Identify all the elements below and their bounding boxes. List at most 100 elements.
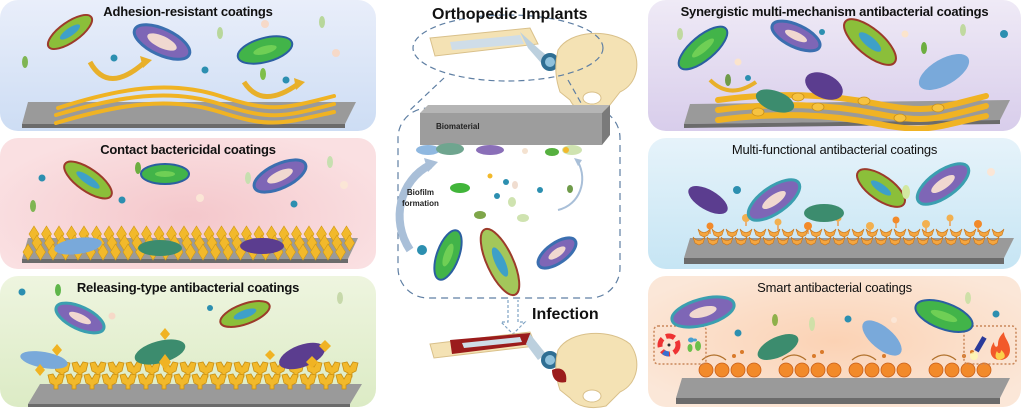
particle (1000, 30, 1008, 38)
releasing-cup (137, 373, 155, 390)
receptor (692, 236, 706, 246)
responsive-capsule (976, 362, 992, 378)
receptor (837, 228, 851, 238)
receptor (748, 236, 762, 246)
smart-illustration (653, 292, 1017, 404)
flame-icon (990, 332, 1010, 360)
ligand (974, 220, 982, 228)
receptor (804, 236, 818, 246)
bacterium-purple (536, 236, 578, 270)
biofilm-formation-label: Biofilm formation (402, 187, 439, 209)
particle (901, 30, 909, 38)
biofilm-arrow-left (395, 161, 432, 253)
bacterium-purple (132, 23, 192, 61)
particle (261, 20, 269, 28)
releasing-cup (251, 361, 269, 378)
bacterium-green (219, 300, 271, 328)
ligand (804, 222, 812, 230)
particle (290, 200, 298, 208)
bacterium-purple (915, 162, 971, 206)
receptor (795, 228, 809, 238)
repel-arrowhead (294, 78, 305, 90)
repel-arrow (708, 78, 758, 93)
bacterium-damaged-teal (804, 204, 844, 222)
responsive-capsule (714, 362, 730, 378)
releasing-cup (173, 373, 191, 390)
releasing-cup (107, 361, 125, 378)
particle (201, 66, 209, 74)
releasing-cup (119, 373, 137, 390)
receptor (986, 236, 1000, 246)
receptor (916, 236, 930, 246)
bacterium-green (63, 160, 113, 200)
particle (217, 27, 223, 39)
spike (210, 243, 221, 261)
particle (110, 54, 118, 62)
receptor (902, 236, 916, 246)
bacterium-damaged-purple (805, 72, 843, 100)
spike (122, 243, 134, 261)
particle (517, 214, 529, 222)
released-particle (882, 354, 886, 358)
responsive-capsule-array (698, 350, 992, 378)
receptor (860, 236, 874, 246)
receptor (790, 236, 804, 246)
spike (285, 243, 296, 261)
biofilm-label-line2: formation (402, 199, 439, 208)
particle (745, 75, 751, 81)
panel-title: Contact bactericidal coatings (100, 142, 276, 157)
receptor (697, 228, 711, 238)
responsive-capsule (864, 362, 880, 378)
releasing-cup (245, 373, 263, 390)
panel-adhesion-resistant: Adhesion-resistant coatings (0, 0, 376, 131)
particle (337, 292, 343, 304)
responsive-capsule (794, 362, 810, 378)
biofilm-cell (563, 147, 569, 153)
substrate-side (28, 404, 350, 407)
responsive-capsule (848, 362, 864, 378)
ligand (922, 220, 930, 228)
spike (197, 243, 209, 261)
substrate-side (22, 259, 348, 263)
synergistic-illustration (677, 18, 1010, 131)
receptor (739, 228, 753, 238)
fiber-layers (54, 85, 336, 125)
releasing-cup (71, 361, 89, 378)
substrate-side (676, 398, 1000, 404)
particle (987, 168, 995, 176)
infection-arrow-icon (499, 300, 527, 335)
releasing-cup (215, 361, 233, 378)
particle (567, 185, 573, 193)
repel-arrowhead (140, 56, 152, 68)
releasing-cup (227, 373, 245, 390)
receptor (706, 236, 720, 246)
particle (677, 28, 683, 40)
bacterium-green (46, 13, 94, 51)
releasing-cup (143, 361, 161, 378)
infection-title: Infection (532, 306, 599, 323)
spike (335, 243, 346, 261)
panel-smart: Smart antibacterial coatings (648, 276, 1021, 407)
infected-pelvis-icon (552, 332, 638, 409)
receptor (851, 228, 865, 238)
receptor (809, 228, 823, 238)
contact-bactericidal-illustration (22, 156, 358, 263)
biomaterial-front (420, 113, 602, 145)
particle (494, 193, 500, 199)
bacterium-green-bright (914, 299, 974, 333)
biofilm-label-line1: Biofilm (406, 188, 434, 197)
receptor (958, 236, 972, 246)
biofilm-arrowhead (574, 158, 582, 166)
biofilm-arrowhead (424, 158, 438, 172)
biofilm-arrow-right (557, 161, 584, 211)
orthopedic-implants-title: Orthopedic Implants (432, 6, 588, 23)
releasing-cup (65, 373, 83, 390)
bacterium-adhered-teal (755, 89, 795, 113)
biofilm-cell (545, 148, 559, 156)
releasing-cup (323, 361, 341, 378)
bacterium-green-bright (677, 25, 729, 71)
releasing-cup (317, 373, 335, 390)
releasing-cup (155, 373, 173, 390)
releasing-cup (179, 361, 197, 378)
particle (18, 288, 26, 296)
